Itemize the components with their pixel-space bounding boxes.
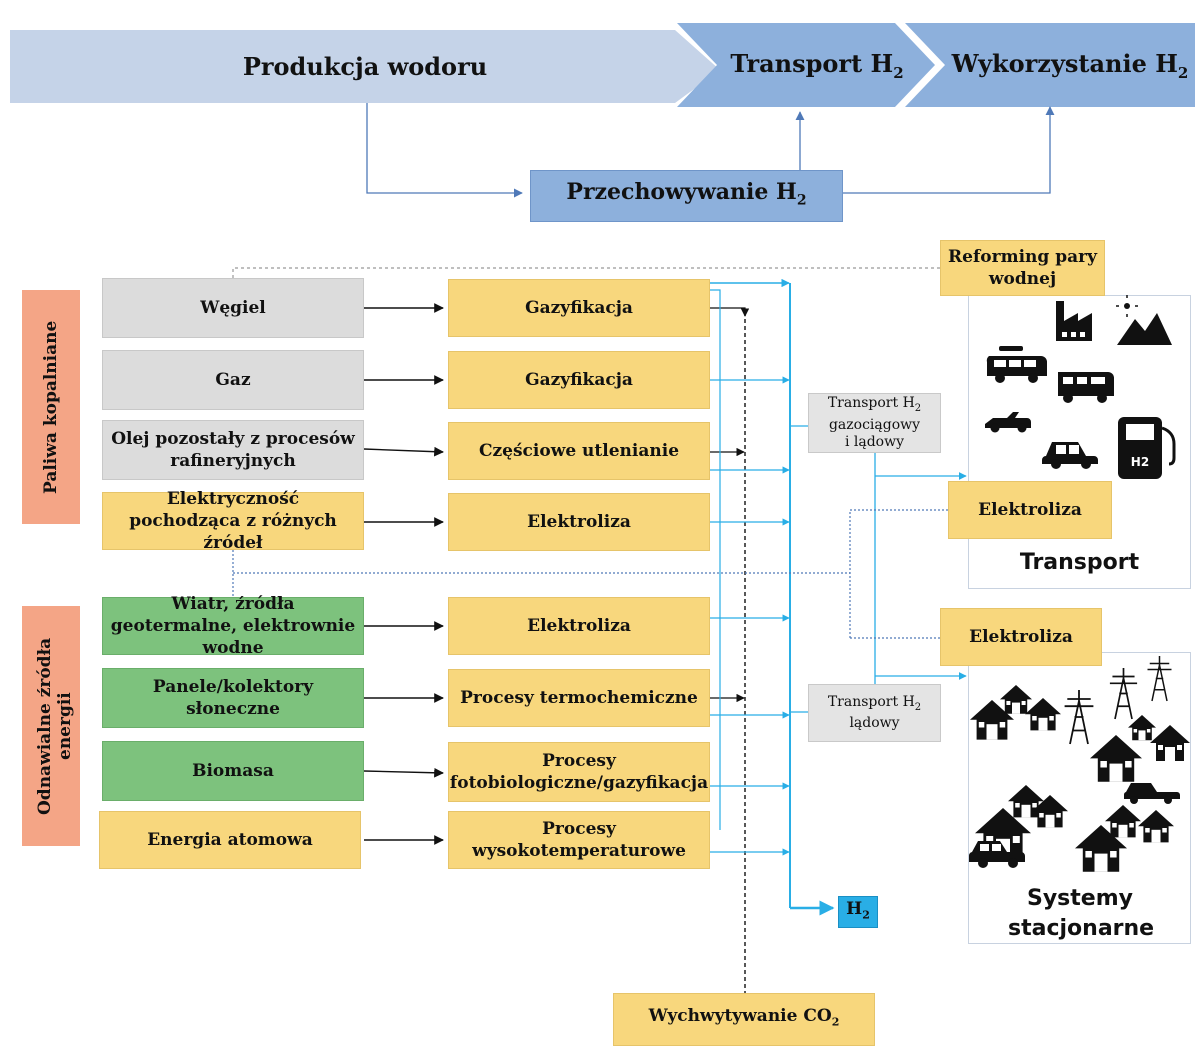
process-gasification-gas: Gazyfikacja — [448, 351, 710, 409]
pylon-icon — [1063, 689, 1095, 745]
storage-box: Przechowywanie H2 — [530, 170, 843, 222]
banner-utilization-shape — [905, 23, 1195, 107]
car-icon — [1123, 783, 1180, 804]
banner-production: Produkcja wodoru — [10, 30, 720, 103]
house-icon — [1138, 810, 1174, 843]
transport-pipeline-line1: Transport H2 — [827, 395, 922, 414]
process-photobiological: Procesy fotobiologiczne/gazyfikacja — [448, 742, 710, 802]
transport-panel-label: Transport — [1019, 550, 1140, 575]
category-fossil-bg — [22, 290, 80, 524]
car-icon — [1042, 442, 1098, 469]
electrolysis-transport-box: Elektroliza — [948, 481, 1112, 539]
convertible-car-icon — [985, 412, 1031, 433]
house-icon — [1025, 698, 1061, 731]
transport-land-line2: lądowy — [849, 715, 900, 732]
factory-icon — [1056, 301, 1092, 341]
banner-transport-shape — [677, 23, 935, 107]
h2-output: H2 — [838, 896, 878, 928]
transport-pipeline-land: Transport H2 gazociągowy i lądowy — [808, 393, 941, 453]
house-icon — [1090, 735, 1142, 782]
process-partial-oxidation: Częściowe utlenianie — [448, 422, 710, 480]
transport-land-line1: Transport H2 — [827, 693, 922, 713]
h2-output-label: H2 — [846, 898, 870, 922]
banner-transport-label: Transport H2 — [730, 48, 904, 82]
mountain-sun-icon — [1116, 295, 1172, 345]
source-solar: Panele/kolektory słoneczne — [102, 668, 364, 728]
category-renewable-bg — [22, 606, 80, 846]
stationary-panel-label: Systemy stacjonarne — [1008, 886, 1155, 941]
banner-transport: Transport H2 — [717, 23, 917, 107]
camper-icon — [1058, 372, 1114, 403]
source-refinery-oil: Olej pozostały z procesów rafineryjnych — [102, 420, 364, 480]
process-electrolysis-1: Elektroliza — [448, 493, 710, 551]
process-gasification-coal: Gazyfikacja — [448, 279, 710, 337]
source-nuclear: Energia atomowa — [99, 811, 361, 869]
pylon-icon — [1109, 667, 1138, 720]
hydrogen-pump-icon — [1118, 417, 1176, 479]
banner-production-label: Produkcja wodoru — [242, 52, 488, 81]
banner-utilization-label: Wykorzystanie H2 — [951, 48, 1189, 82]
storage-label: Przechowywanie H2 — [566, 178, 807, 209]
car-icon — [968, 841, 1025, 868]
source-wind-geo-hydro: Wiatr, źródła geotermalne, elektrownie w… — [102, 594, 364, 658]
pylon-icon — [1146, 655, 1173, 702]
banner-production-shape — [10, 30, 720, 103]
co2-capture-label: Wychwytywanie CO2 — [648, 1006, 840, 1029]
source-biomass: Biomasa — [102, 741, 364, 801]
house-icon — [1000, 685, 1032, 714]
transport-pipeline-line2: gazociągowy — [828, 416, 921, 433]
source-coal: Węgiel — [102, 278, 364, 338]
electrolysis-stationary-box: Elektroliza — [940, 608, 1102, 666]
transport-land: Transport H2 lądowy — [808, 684, 941, 742]
source-electricity: Elektryczność pochodząca z różnych źróde… — [102, 489, 364, 553]
process-electrolysis-2: Elektroliza — [448, 597, 710, 655]
process-high-temperature: Procesy wysokotemperaturowe — [448, 811, 710, 869]
source-gas: Gaz — [102, 350, 364, 410]
van-icon — [986, 346, 1047, 383]
hydrogen-pump-label: H2 — [1131, 455, 1149, 469]
house-icon — [1150, 725, 1190, 761]
steam-reforming-box: Reforming pary wodnej — [940, 240, 1105, 296]
banner-utilization: Wykorzystanie H2 — [945, 23, 1195, 107]
house-icon — [1105, 805, 1141, 838]
process-thermochemical: Procesy termochemiczne — [448, 669, 710, 727]
transport-pipeline-line3: i lądowy — [844, 433, 905, 450]
